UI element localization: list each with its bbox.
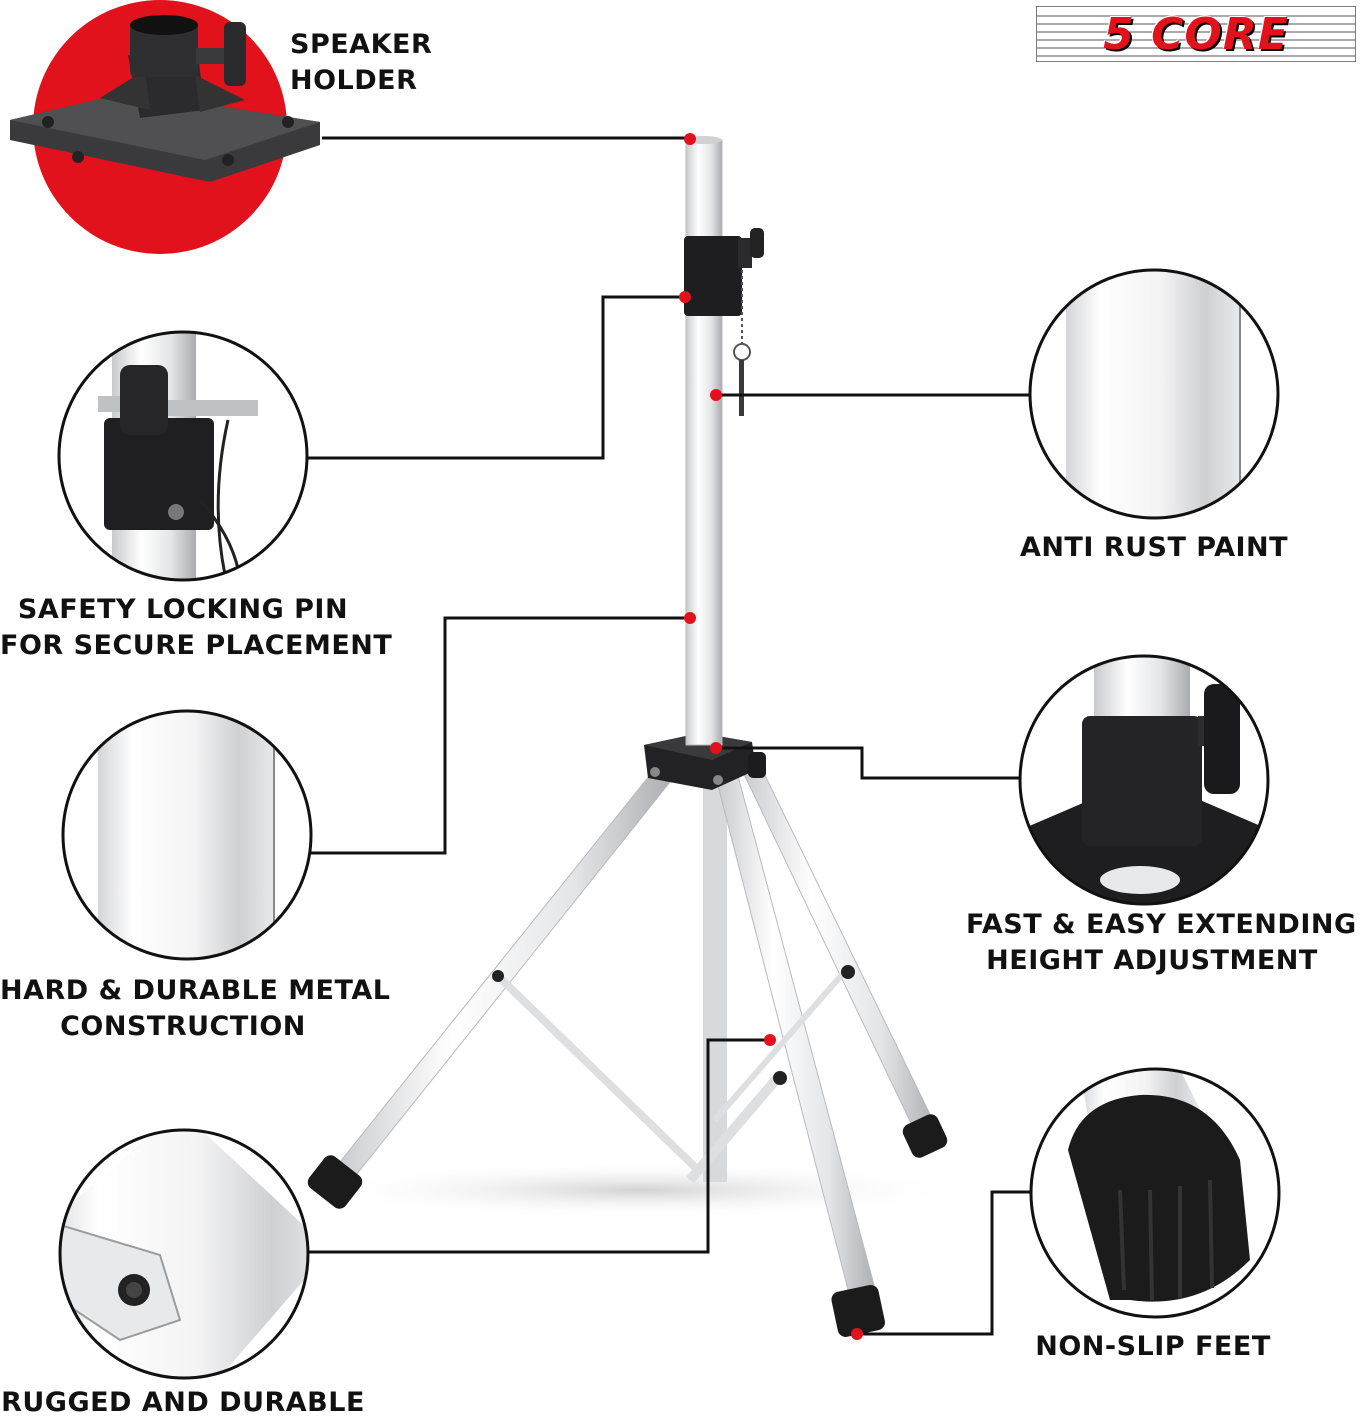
safety-pin-label: SAFETY LOCKING PIN FOR SECURE PLACEMENT — [0, 594, 393, 661]
anti-rust-label: ANTI RUST PAINT — [1019, 532, 1289, 563]
feet-label: NON-SLIP FEET — [1035, 1331, 1271, 1362]
extending-label: FAST & EASY EXTENDING HEIGHT ADJUSTMENT — [966, 909, 1357, 976]
logo-stripes — [1035, 5, 1357, 63]
anti-rust-closeup — [1028, 268, 1280, 520]
tripod-stand — [307, 136, 970, 1337]
rugged-closeup — [58, 1128, 310, 1380]
extending-closeup — [1018, 654, 1270, 906]
metal-closeup — [61, 709, 313, 961]
metal-label: HARD & DURABLE METAL CONSTRUCTION — [0, 975, 391, 1042]
callout-lines — [308, 136, 1032, 1336]
callout-markers — [679, 133, 863, 1340]
rugged-label: RUGGED AND DURABLE — [1, 1387, 365, 1418]
safety-pin-closeup — [57, 330, 309, 582]
speaker-holder-label: SPEAKER HOLDER — [290, 29, 433, 96]
speaker-holder-image — [10, 0, 320, 254]
logo-text: 5 CORE — [1103, 8, 1289, 60]
feet-closeup — [1029, 1067, 1281, 1319]
brand-logo: 5 CORE — [1035, 5, 1357, 63]
